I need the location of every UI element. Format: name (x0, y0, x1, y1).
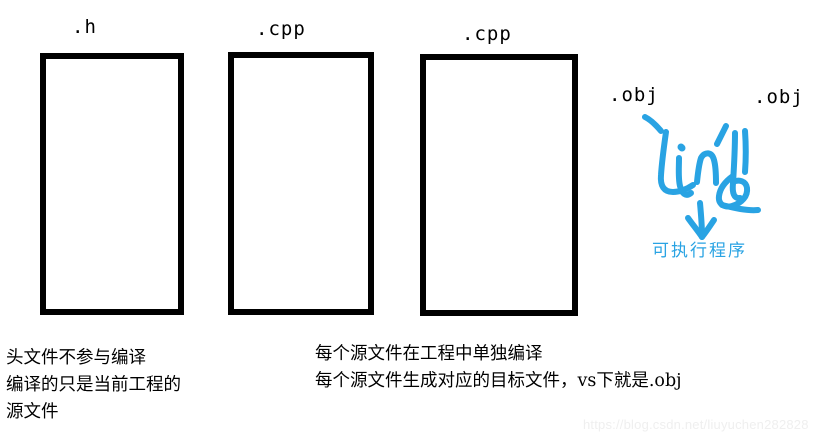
ink-arrow-head-left (685, 215, 705, 240)
ink-stroke-letter-l (657, 129, 696, 195)
note-source-files: 每个源文件在工程中单独编译 每个源文件生成对应的目标文件，vs下就是.obj (315, 341, 682, 395)
ink-arrow-shaft (697, 200, 705, 239)
note-line: 每个源文件在工程中单独编译 (315, 344, 543, 364)
extension-label-obj-2: .obj (754, 86, 804, 108)
ink-stroke-letter-i-stem (675, 155, 694, 198)
extension-label-h: .h (72, 16, 97, 38)
file-box-header-h (40, 53, 184, 315)
ink-stroke-right-descender (742, 128, 749, 175)
ink-stroke-letter-n (694, 150, 719, 186)
ink-stroke-letter-k-loop (715, 173, 751, 210)
ink-stroke-tick-left (642, 114, 664, 134)
extension-label-cpp-2: .cpp (462, 23, 512, 45)
note-line: 头文件不参与编译 (6, 348, 146, 368)
ink-stroke-letter-k-slash (714, 123, 729, 147)
extension-label-obj-1: .obj (609, 84, 659, 106)
ink-arrow-head-right (699, 217, 717, 240)
ink-stroke-tail (719, 202, 761, 214)
executable-program-label: 可执行程序 (652, 241, 747, 261)
note-line: 每个源文件生成对应的目标文件，vs下就是.obj (315, 371, 682, 391)
note-header-files: 头文件不参与编译 编译的只是当前工程的 源文件 (6, 345, 181, 426)
ink-stroke-letter-k-stem (729, 130, 743, 202)
file-box-source-cpp-1 (228, 52, 374, 315)
ink-stroke-letter-i-dot (677, 143, 686, 152)
note-line: 编译的只是当前工程的 (6, 375, 181, 395)
extension-label-cpp-1: .cpp (256, 18, 306, 40)
note-line: 源文件 (6, 402, 59, 422)
file-box-source-cpp-2 (420, 54, 578, 316)
csdn-watermark: https://blog.csdn.net/liuyuchen282828 (583, 417, 809, 432)
